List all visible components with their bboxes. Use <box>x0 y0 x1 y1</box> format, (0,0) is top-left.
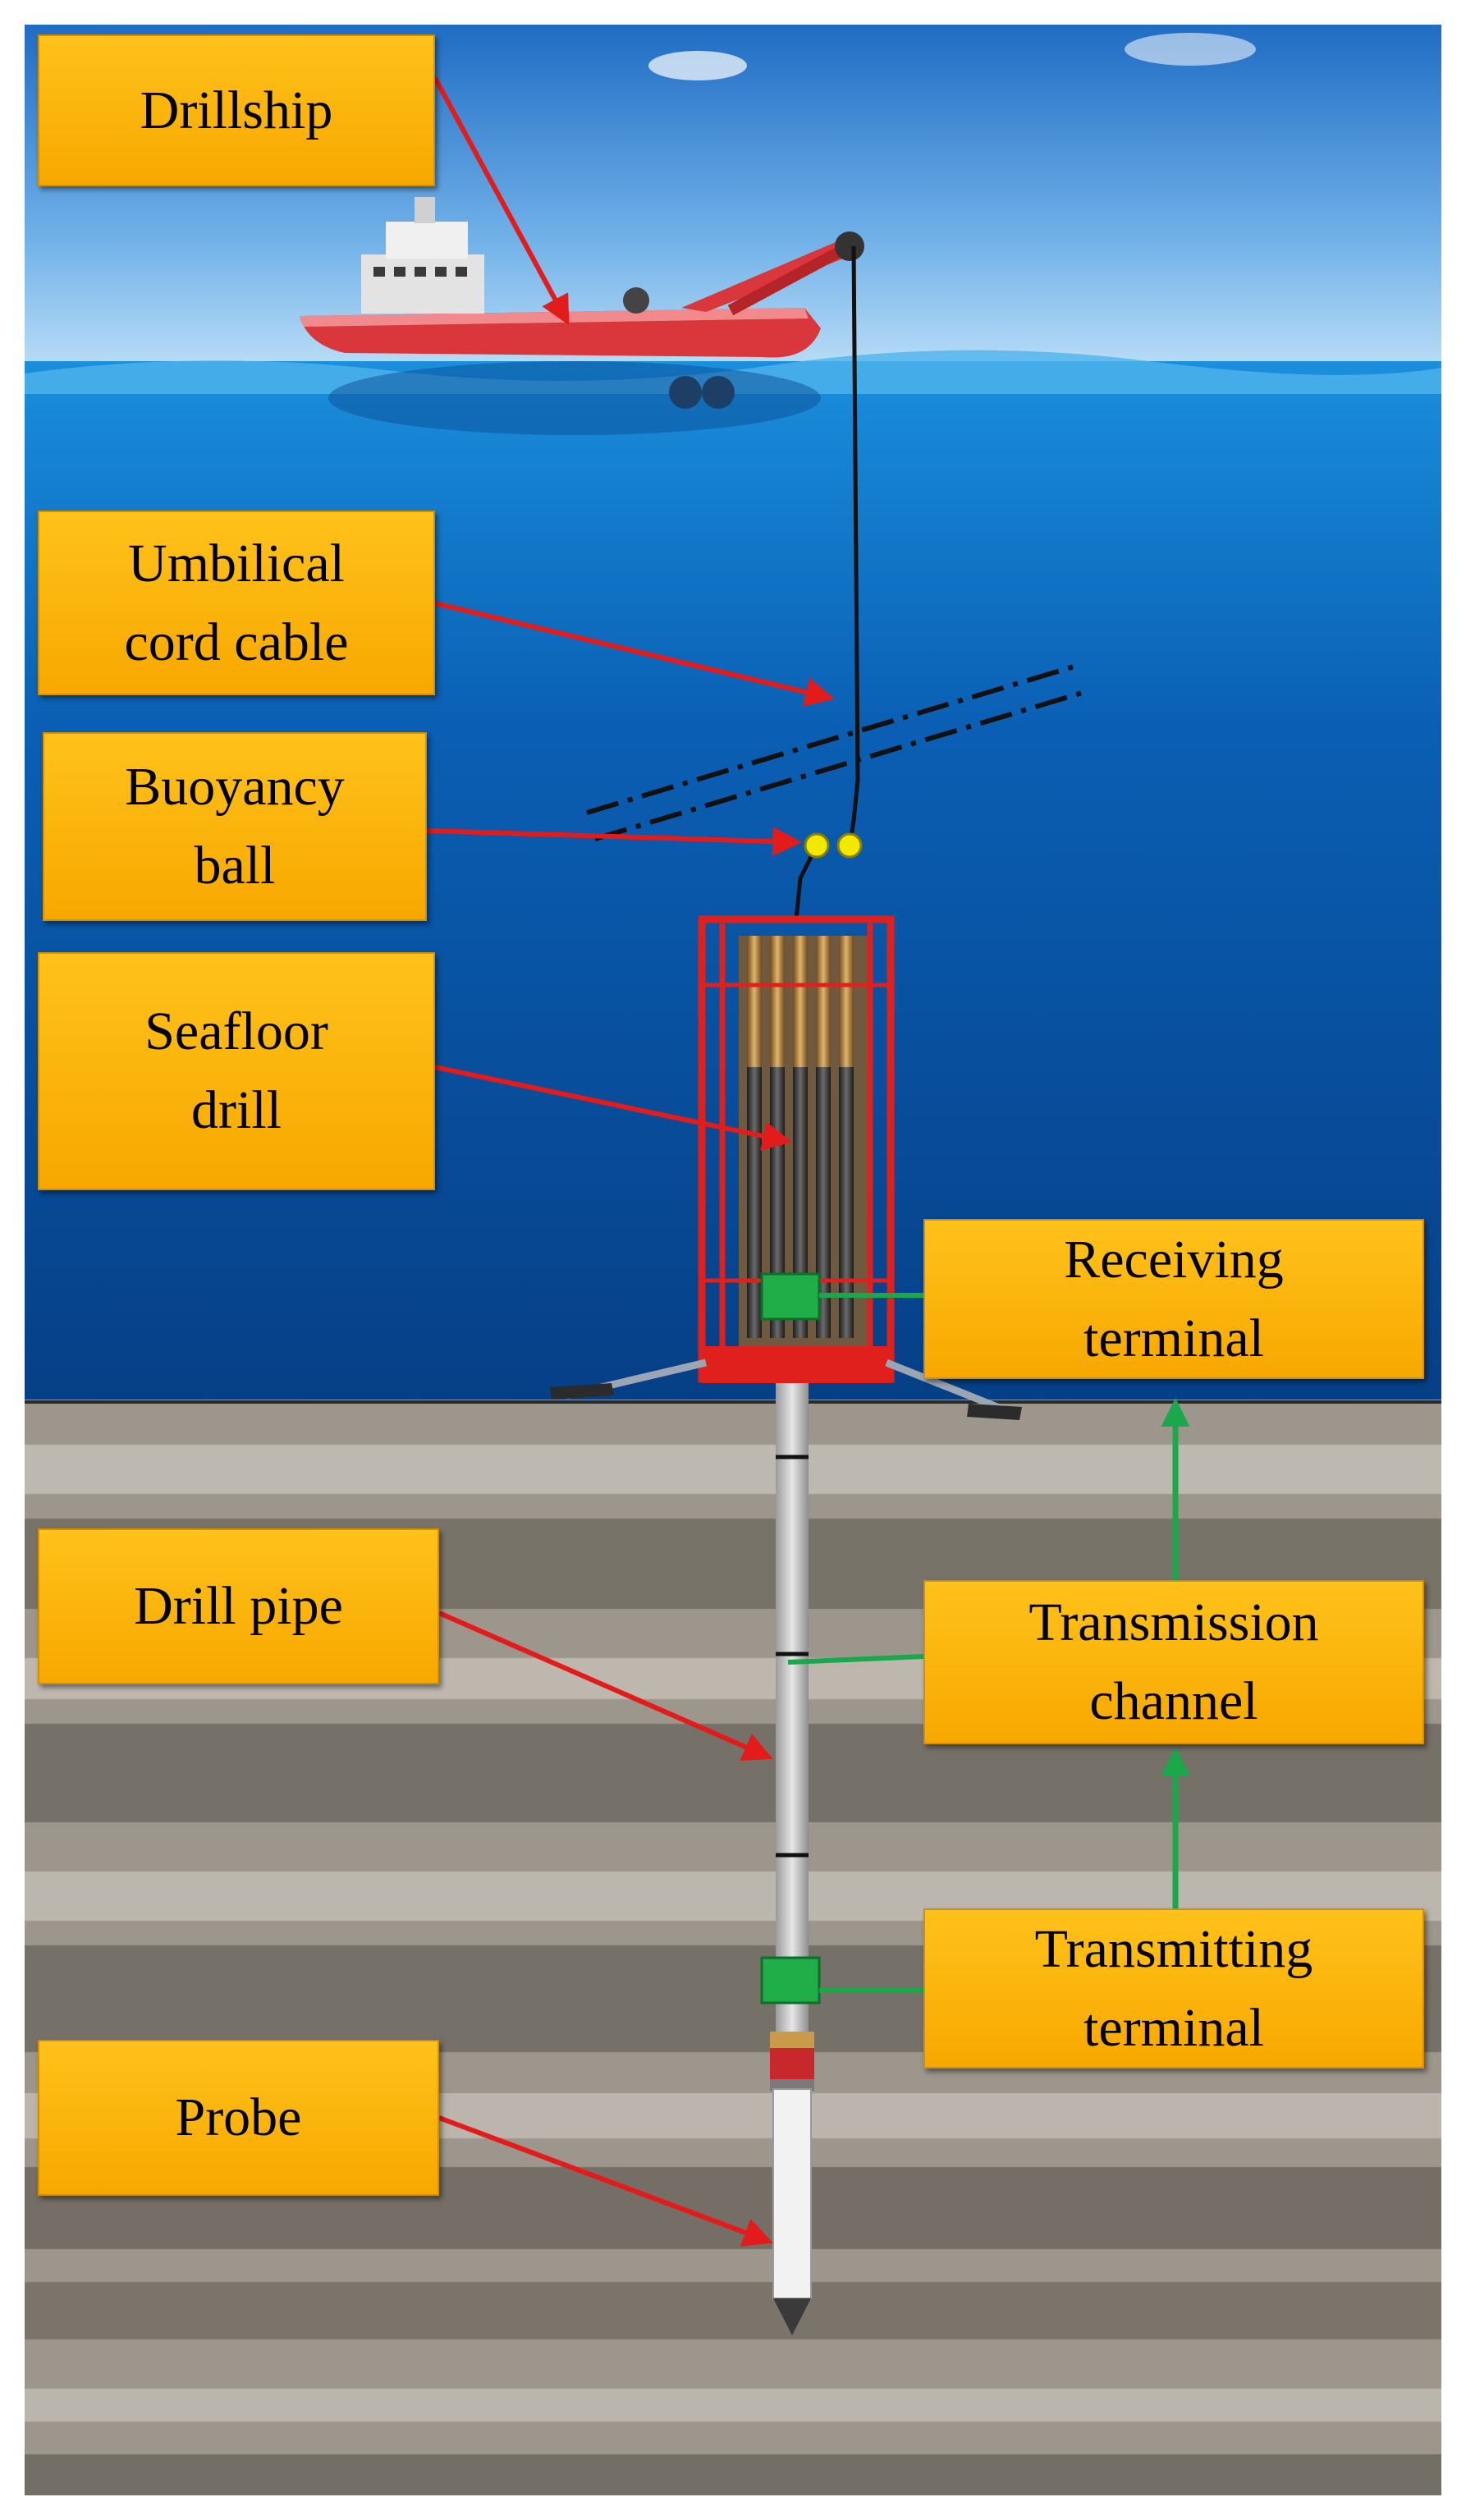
pointer-arrow <box>434 601 836 707</box>
cable-break-line-upper <box>586 662 1080 815</box>
terminal-module-icon <box>760 1272 821 1321</box>
umbilical-cable <box>851 245 860 822</box>
pipe-collar <box>770 2032 814 2048</box>
cloud <box>1125 33 1256 66</box>
label-transmission-channel: Transmission channel <box>923 1580 1424 1744</box>
label-transmitting-terminal: Transmitting terminal <box>923 1908 1424 2069</box>
cable-break-line-lower <box>594 689 1088 841</box>
label-umbilical-cord-cable: Umbilical cord cable <box>38 511 435 695</box>
pointer-arrow <box>438 2115 773 2247</box>
label-seafloor-drill: Seafloor drill <box>38 952 435 1190</box>
label-buoyancy-ball: Buoyancy ball <box>43 732 427 921</box>
pointer-arrow <box>433 76 570 326</box>
buoyancy-ball-icon <box>804 832 863 859</box>
label-drill-pipe: Drill pipe <box>38 1528 439 1684</box>
pointer-arrow <box>426 827 803 857</box>
pipe-collar <box>770 2048 814 2079</box>
label-probe: Probe <box>38 2040 439 2196</box>
pointer-arrow <box>438 1611 773 1761</box>
pointer-arrow <box>434 1065 793 1151</box>
link-line <box>787 1654 924 1665</box>
label-drillship: Drillship <box>38 34 435 186</box>
terminal-module-icon <box>760 1956 821 2005</box>
probe-tip-icon <box>772 2088 812 2335</box>
cloud <box>648 51 747 80</box>
label-receiving-terminal: Receiving terminal <box>923 1219 1424 1379</box>
pipe-collar <box>770 2079 814 2091</box>
